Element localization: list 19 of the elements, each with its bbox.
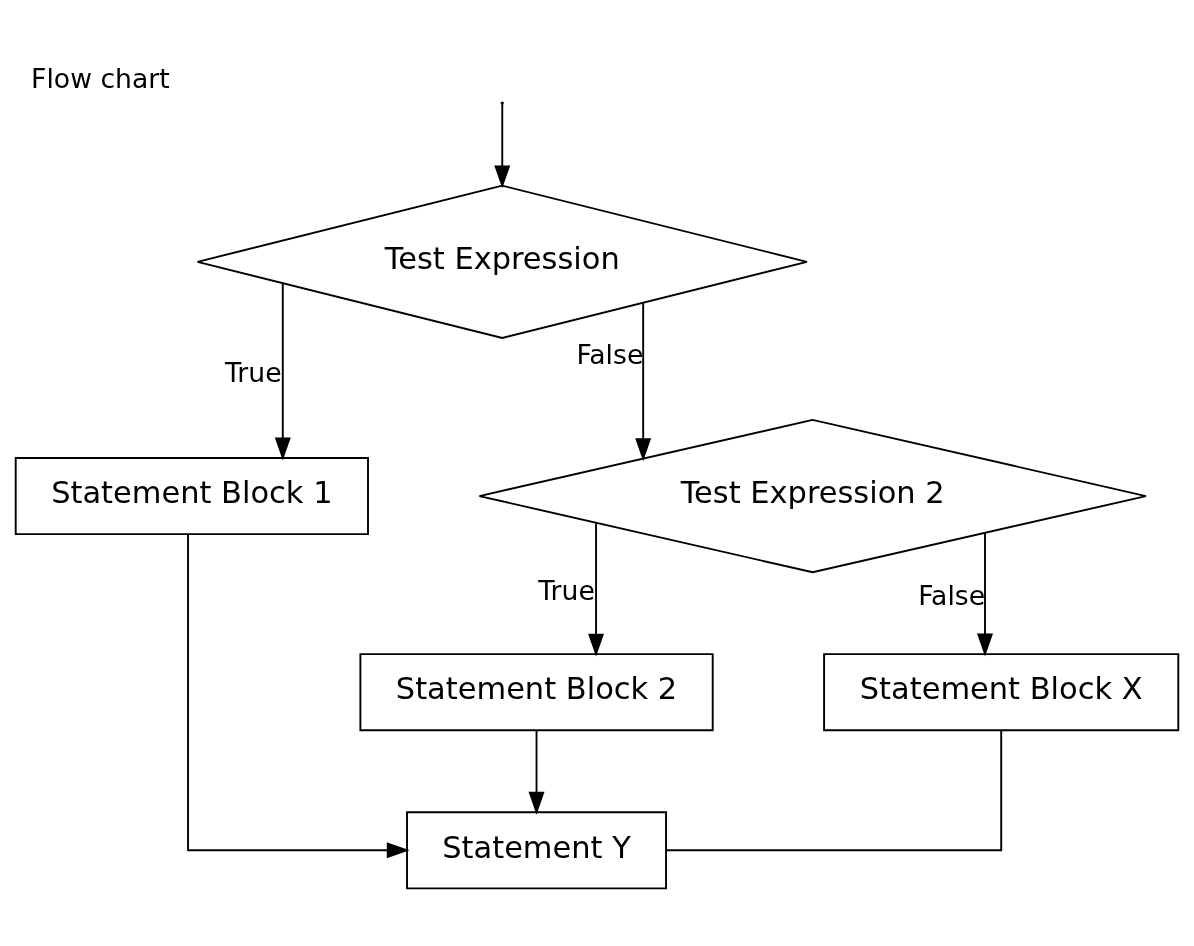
edge-label: False [576,338,644,370]
arrow [588,521,605,657]
node-diamond: Test Expression [196,184,808,339]
node-diamond: Test Expression 2 [478,418,1147,573]
node-box: Statement Block X [823,652,1180,731]
edge-label: True [224,356,282,388]
arrow [977,531,993,656]
node-box: Statement Block 1 [14,456,369,535]
node-box: Statement Y [406,810,667,889]
edge-label: True [538,574,595,606]
node-box: Statement Block 2 [359,652,714,731]
diagram-title: Flow chart [31,62,170,94]
arrow [635,301,652,461]
edge-label: False [918,579,986,611]
arrow [187,533,410,858]
arrow [494,102,511,188]
arrow [528,729,545,815]
connector [665,729,1003,851]
arrow [274,282,291,460]
